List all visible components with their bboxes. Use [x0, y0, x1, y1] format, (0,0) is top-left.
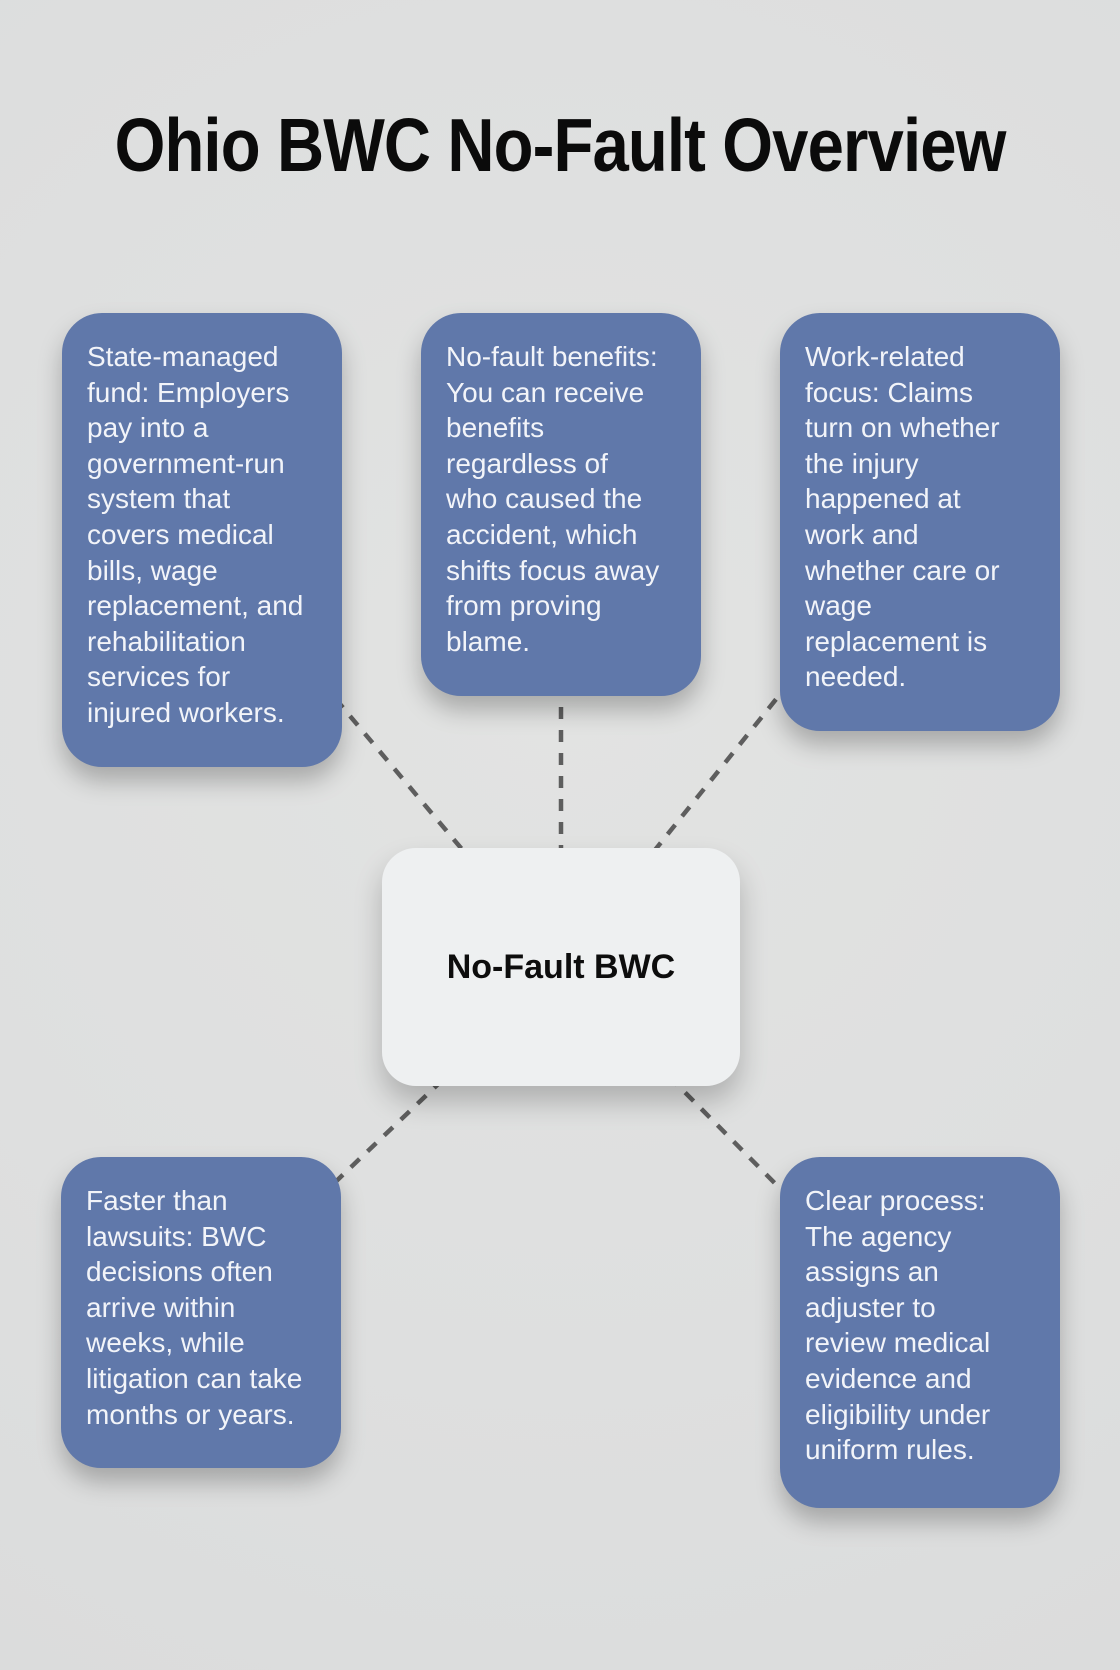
factor-card-text: Clear process: The agency assigns an adj…: [805, 1185, 991, 1466]
factor-card-work-related-focus: Work-related focus: Claims turn on wheth…: [780, 313, 1060, 731]
factor-card-text: No-fault benefits: You can receive benef…: [446, 341, 660, 657]
factor-card-text: Faster than lawsuits: BWC decisions ofte…: [86, 1185, 303, 1430]
center-node: No-Fault BWC: [382, 848, 740, 1086]
page-title: Ohio BWC No-Fault Overview: [114, 103, 1007, 187]
page-title-container: Ohio BWC No-Fault Overview: [0, 100, 1120, 190]
center-node-label: No-Fault BWC: [446, 947, 676, 986]
factor-card-faster-than-lawsuits: Faster than lawsuits: BWC decisions ofte…: [61, 1157, 341, 1468]
factor-card-text: State-managed fund: Employers pay into a…: [87, 341, 304, 728]
factor-card-clear-process: Clear process: The agency assigns an adj…: [780, 1157, 1060, 1508]
factor-card-no-fault-benefits: No-fault benefits: You can receive benef…: [421, 313, 701, 696]
factor-card-text: Work-related focus: Claims turn on wheth…: [805, 341, 1000, 693]
factor-card-state-managed-fund: State-managed fund: Employers pay into a…: [62, 313, 342, 767]
